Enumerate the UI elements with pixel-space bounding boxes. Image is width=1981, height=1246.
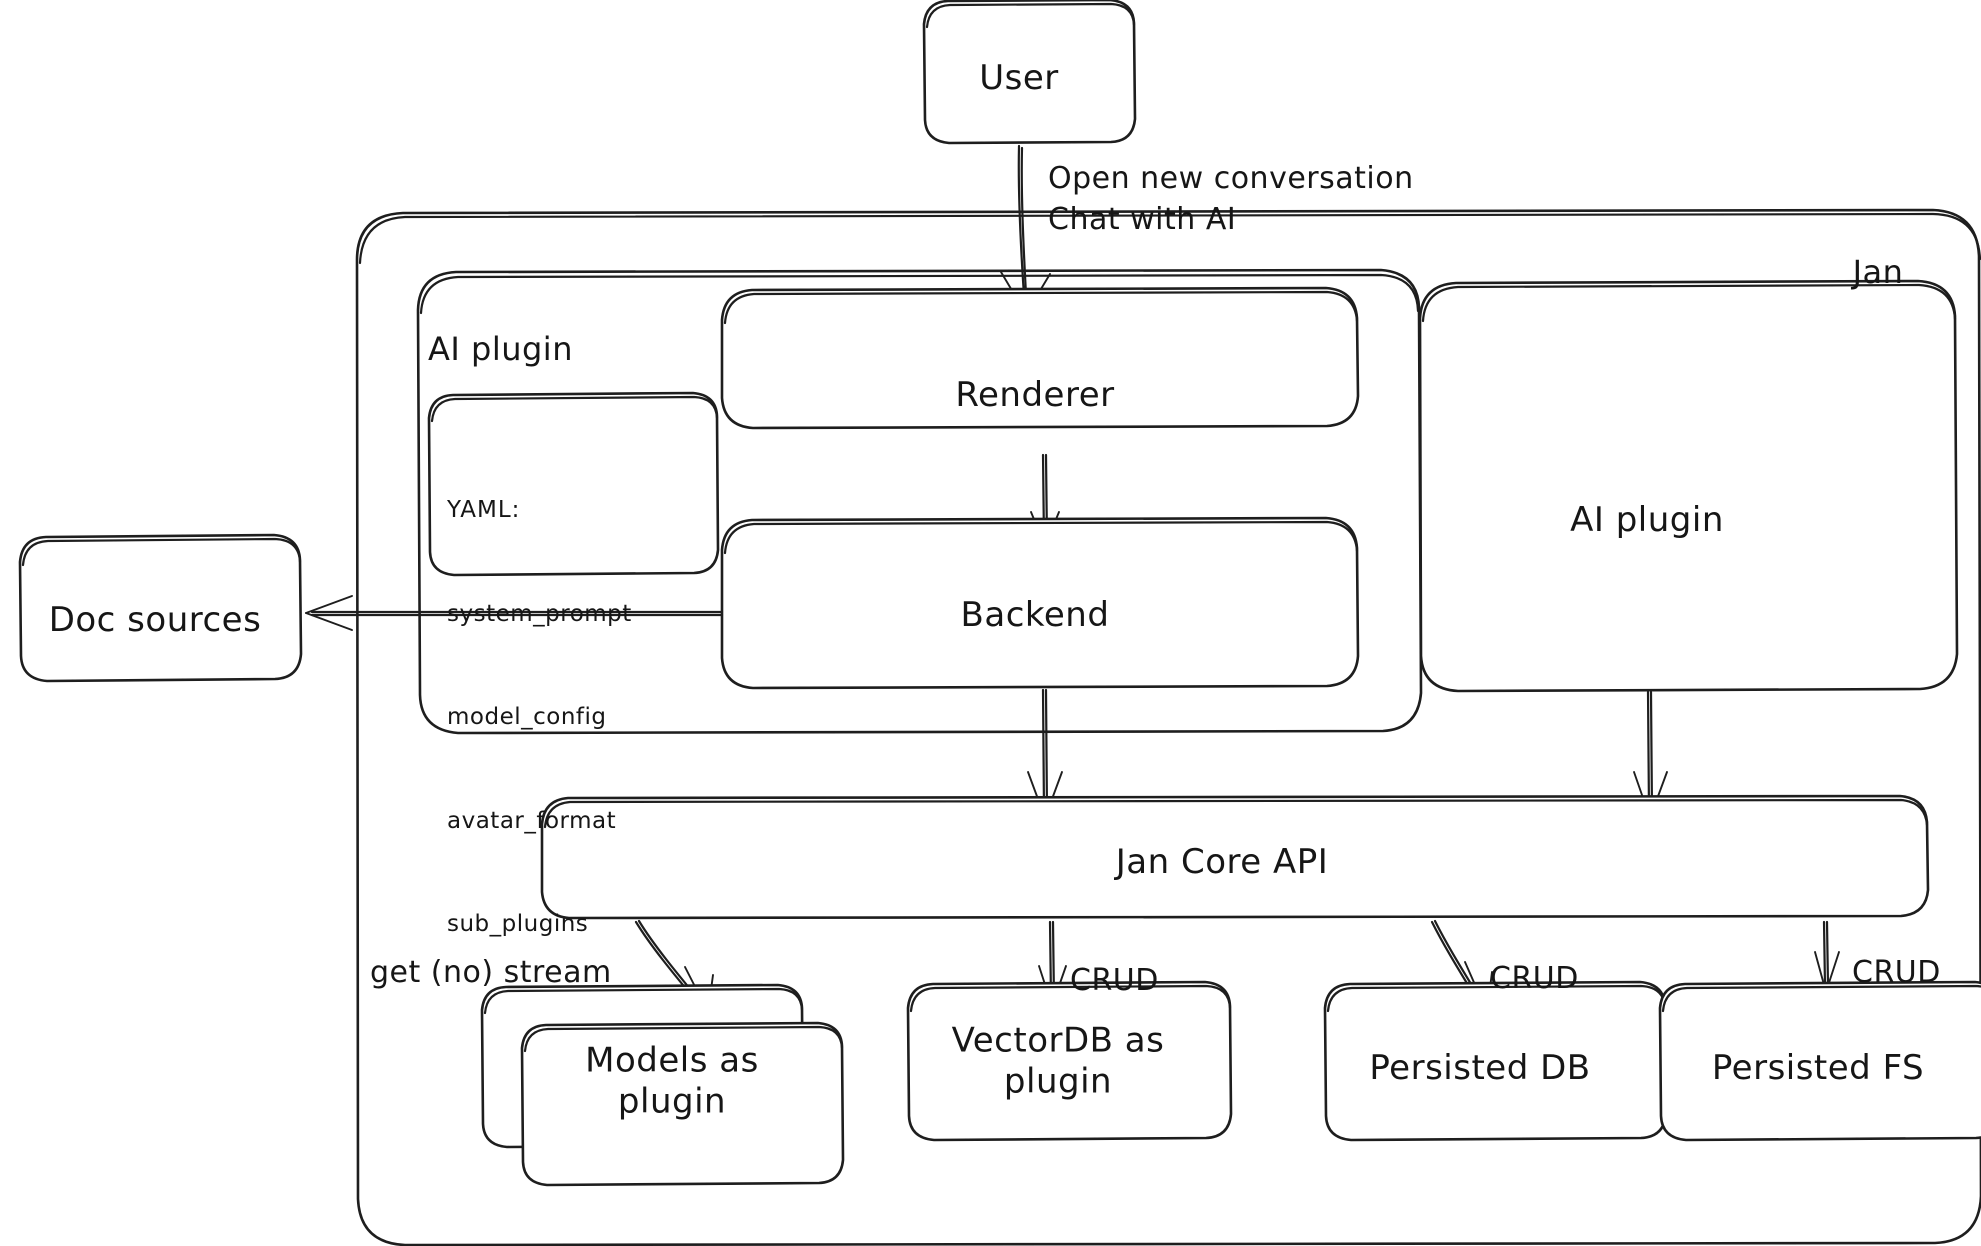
node-user[interactable] [922, 0, 1137, 145]
node-doc-sources[interactable] [18, 533, 303, 683]
node-yaml-note [427, 391, 720, 577]
edge-backend-to-doc-sources [305, 595, 724, 631]
node-persisted-db[interactable] [1323, 980, 1668, 1142]
node-ai-plugin[interactable] [1418, 279, 1959, 693]
node-vectordb-as-plugin[interactable] [906, 980, 1233, 1142]
node-persisted-fs[interactable] [1658, 980, 1981, 1142]
node-backend[interactable] [720, 516, 1360, 690]
node-renderer[interactable] [720, 286, 1360, 430]
node-models-as-plugin[interactable] [480, 983, 845, 1187]
node-jan-core-api[interactable] [540, 794, 1930, 920]
